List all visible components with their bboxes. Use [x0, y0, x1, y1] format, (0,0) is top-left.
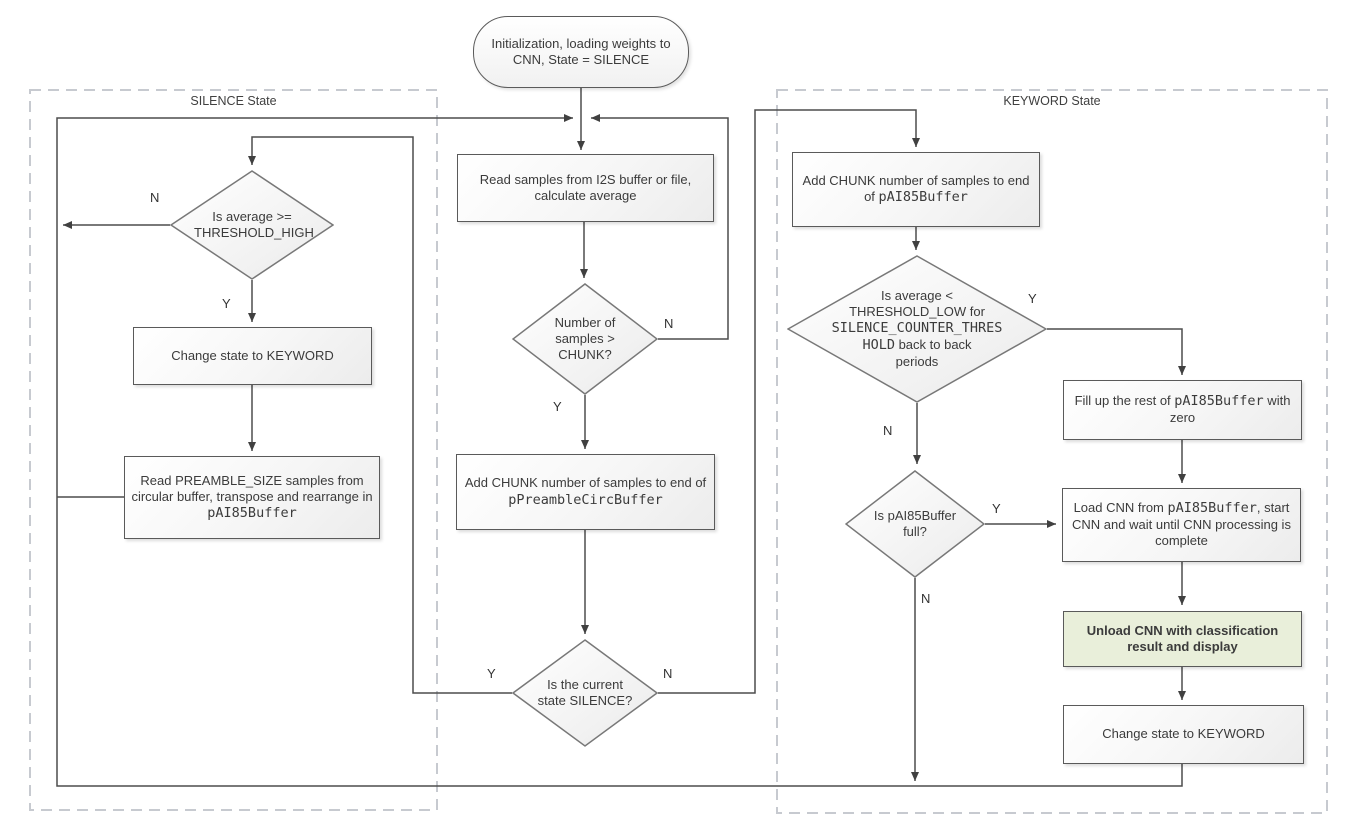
label-full-y: Y	[992, 501, 1001, 516]
node-fill-zero-text: Fill up the rest of	[1074, 393, 1175, 409]
label-full-n: N	[921, 591, 931, 606]
edge-silence-check-n	[658, 109, 920, 694]
label-chunk-y: Y	[553, 399, 562, 414]
edge-silence-check-y	[248, 136, 512, 694]
node-load-cnn: Load CNN from pAI85Buffer, start CNN and…	[1062, 488, 1301, 562]
node-threshold-low-text: Is average < THRESHOLD_LOW for SILENCE_C…	[831, 287, 1003, 369]
diamond-shape	[512, 639, 658, 747]
node-fill-zero-code: pAI85Buffer	[1174, 393, 1264, 410]
node-unload-cnn-text: Unload CNN with classification result an…	[1086, 622, 1279, 654]
node-load-cnn-text: Load CNN from	[1073, 500, 1168, 516]
label-chunk-n: N	[664, 316, 674, 331]
node-add-chunk-preamble: Add CHUNK number of samples to end of pP…	[456, 454, 715, 530]
node-ai85-full-decision-text: Is pAI85Buffer full?	[873, 507, 957, 539]
node-read-preamble-text: Read PREAMBLE_SIZE samples from circular…	[131, 472, 373, 505]
node-fill-zero: Fill up the rest of pAI85Buffer with zer…	[1063, 380, 1302, 440]
keyword-state-region	[776, 89, 1328, 814]
node-threshold-high-text: Is average >= THRESHOLD_HIGH	[194, 208, 314, 240]
node-read-preamble-code: pAI85Buffer	[207, 505, 297, 522]
edge-chunk-n-loop	[591, 114, 729, 340]
diamond-shape	[787, 255, 1047, 403]
node-threshold-high-decision: Is average >= THRESHOLD_HIGH	[170, 170, 334, 280]
node-chunk-decision-text: Number of samples > CHUNK?	[554, 314, 616, 363]
node-state-silence-decision: Is the current state SILENCE?	[512, 639, 658, 747]
label-silence-check-n: N	[663, 666, 673, 681]
keyword-region-label: KEYWORD State	[1003, 94, 1101, 108]
node-init: Initialization, loading weights to CNN, …	[473, 16, 689, 88]
edge-main-return-rail	[56, 114, 1183, 787]
node-read-samples: Read samples from I2S buffer or file, ca…	[457, 154, 714, 222]
label-threshold-high-n: N	[150, 190, 160, 205]
node-change-state-keyword-right-text: Change state to KEYWORD	[1102, 726, 1265, 742]
label-threshold-low-n: N	[883, 423, 893, 438]
node-chunk-decision: Number of samples > CHUNK?	[512, 283, 658, 395]
diamond-shape	[845, 470, 985, 578]
silence-region-label: SILENCE State	[190, 94, 277, 108]
node-threshold-low-decision: Is average < THRESHOLD_LOW for SILENCE_C…	[787, 255, 1047, 403]
node-init-text: Initialization, loading weights to CNN, …	[491, 35, 671, 67]
node-add-chunk-ai85-code: pAI85Buffer	[878, 189, 968, 206]
node-add-chunk-preamble-text: Add CHUNK number of samples to end of	[464, 475, 707, 491]
edge-threshold-low-y	[1047, 328, 1186, 375]
label-silence-check-y: Y	[487, 666, 496, 681]
node-add-chunk-ai85: Add CHUNK number of samples to end of pA…	[792, 152, 1040, 227]
label-threshold-low-y: Y	[1028, 291, 1037, 306]
silence-state-region	[29, 89, 438, 811]
node-add-chunk-ai85-text: Add CHUNK number of samples to end of	[802, 172, 1030, 205]
node-change-state-keyword-left: Change state to KEYWORD	[133, 327, 372, 385]
node-add-chunk-preamble-code: pPreambleCircBuffer	[508, 491, 663, 508]
node-read-preamble: Read PREAMBLE_SIZE samples from circular…	[124, 456, 380, 539]
node-change-state-keyword-left-text: Change state to KEYWORD	[171, 347, 334, 363]
node-ai85-full-decision: Is pAI85Buffer full?	[845, 470, 985, 578]
diamond-shape	[170, 170, 334, 280]
node-change-state-keyword-right: Change state to KEYWORD	[1063, 705, 1304, 764]
node-load-cnn-code: pAI85Buffer	[1167, 500, 1257, 517]
node-unload-cnn: Unload CNN with classification result an…	[1063, 611, 1302, 667]
label-threshold-high-y: Y	[222, 296, 231, 311]
node-state-silence-decision-text: Is the current state SILENCE?	[537, 676, 633, 708]
diamond-shape	[512, 283, 658, 395]
node-read-samples-text: Read samples from I2S buffer or file, ca…	[479, 171, 692, 203]
